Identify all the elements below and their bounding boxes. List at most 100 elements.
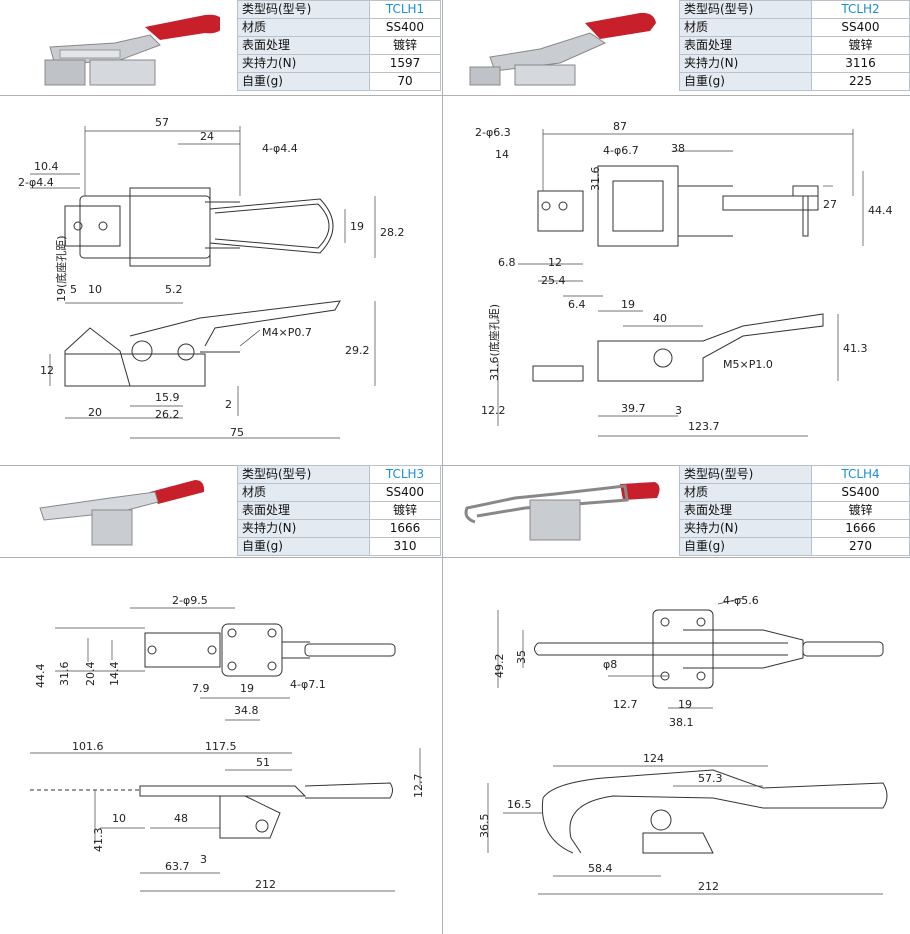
value-force: 1597 (369, 54, 441, 73)
dim-p1-6: 28.2 (380, 226, 405, 239)
dim-p2-3: 31.6 (589, 167, 602, 192)
divider-mid (0, 465, 910, 466)
label-surface: 表面处理 (679, 36, 812, 55)
value-force: 1666 (369, 519, 441, 538)
value-material: SS400 (811, 18, 910, 37)
value-surface: 镀锌 (811, 36, 910, 55)
value-material: SS400 (369, 18, 441, 37)
dim-p4-0: 4-φ5.6 (723, 594, 759, 607)
label-force: 夹持力(N) (237, 519, 370, 538)
label-model: 类型码(型号) (237, 0, 370, 19)
dim-p3-3: 20.4 (84, 662, 97, 687)
dim-p3-9: 101.6 (72, 740, 104, 753)
dim-p3-11: 51 (256, 756, 270, 769)
dim-p3-2: 31.6 (58, 662, 71, 687)
dim-p2-16: M5×P1.0 (723, 358, 773, 371)
dim-p3-12: 12.7 (412, 774, 425, 799)
label-weight: 自重(g) (679, 537, 812, 556)
dim-p3-8: 34.8 (234, 704, 259, 717)
label-force: 夹持力(N) (237, 54, 370, 73)
dim-p1-8: 10 (88, 283, 102, 296)
dim-p3-14: 10 (112, 812, 126, 825)
dim-p2-13: 19 (621, 298, 635, 311)
dim-p4-11: 58.4 (588, 862, 613, 875)
dim-p2-19: 3 (675, 404, 682, 417)
dim-p4-12: 212 (698, 880, 719, 893)
dim-p1-1: 24 (200, 130, 214, 143)
dim-p2-20: 123.7 (688, 420, 720, 433)
dim-p4-6: 38.1 (669, 716, 694, 729)
label-model: 类型码(型号) (679, 0, 812, 19)
label-material: 材质 (679, 18, 812, 37)
label-model: 类型码(型号) (679, 465, 812, 484)
dim-p1-9: 5.2 (165, 283, 183, 296)
dim-p4-7: 124 (643, 752, 664, 765)
value-model: TCLH2 (811, 0, 910, 19)
label-material: 材质 (237, 483, 370, 502)
dim-p3-18: 212 (255, 878, 276, 891)
dim-p2-7: 44.4 (868, 204, 893, 217)
dim-p1-18: 75 (230, 426, 244, 439)
dim-p3-7: 4-φ7.1 (290, 678, 326, 691)
value-weight: 70 (369, 72, 441, 91)
dim-p2-1: 2-φ6.3 (475, 126, 511, 139)
value-surface: 镀锌 (811, 501, 910, 520)
dim-p4-3: φ8 (603, 658, 617, 671)
label-surface: 表面处理 (237, 501, 370, 520)
dim-p2-18: 39.7 (621, 402, 646, 415)
dim-p2-5: 38 (671, 142, 685, 155)
dim-p4-5: 19 (678, 698, 692, 711)
product-photo-tclh1 (44, 14, 220, 86)
label-material: 材质 (679, 483, 812, 502)
dim-p1-5: 19 (350, 220, 364, 233)
value-model: TCLH4 (811, 465, 910, 484)
drawing-tclh2: 87 2-φ6.3 14 31.6 4-φ6.7 38 27 44.4 6.8 … (475, 120, 893, 437)
label-weight: 自重(g) (237, 72, 370, 91)
dim-p1-4: 2-φ4.4 (18, 176, 54, 189)
dim-p3-10: 117.5 (205, 740, 237, 753)
dim-p3-1: 44.4 (34, 664, 47, 689)
dim-p4-10: 36.5 (478, 814, 491, 839)
dim-p3-4: 14.4 (108, 662, 121, 687)
label-material: 材质 (237, 18, 370, 37)
dim-p2-17: 12.2 (481, 404, 506, 417)
dim-p4-8: 57.3 (698, 772, 723, 785)
dim-p4-4: 12.7 (613, 698, 638, 711)
value-material: SS400 (811, 483, 910, 502)
dim-p4-2: 35 (515, 650, 528, 664)
dim-p1-15: 20 (88, 406, 102, 419)
dim-p1-2: 4-φ4.4 (262, 142, 298, 155)
dim-p2-4: 4-φ6.7 (603, 144, 639, 157)
value-force: 3116 (811, 54, 910, 73)
label-force: 夹持力(N) (679, 54, 812, 73)
dim-p1-10: 19(底座孔距) (54, 235, 68, 302)
drawing-tclh3: 2-φ9.5 44.4 31.6 20.4 14.4 7.9 19 4-φ7.1… (30, 594, 425, 892)
dim-p2-2: 14 (495, 148, 509, 161)
value-surface: 镀锌 (369, 501, 441, 520)
dim-p3-5: 7.9 (192, 682, 210, 695)
dim-p3-16: 3 (200, 853, 207, 866)
value-weight: 310 (369, 537, 441, 556)
value-weight: 225 (811, 72, 910, 91)
dim-p4-1: 49.2 (493, 654, 506, 679)
dim-p2-9: 12 (548, 256, 562, 269)
dim-p1-14: 15.9 (155, 391, 180, 404)
label-surface: 表面处理 (237, 36, 370, 55)
dim-p1-13: 12 (40, 364, 54, 377)
dim-p3-17: 63.7 (165, 860, 190, 873)
dim-p3-15: 48 (174, 812, 188, 825)
dim-p1-11: M4×P0.7 (262, 326, 312, 339)
product-photo-tclh2 (469, 12, 656, 86)
divider-vertical (442, 0, 443, 934)
dim-p3-0: 2-φ9.5 (172, 594, 208, 607)
value-model: TCLH1 (369, 0, 441, 19)
dim-p3-6: 19 (240, 682, 254, 695)
dim-p2-11: 31.6(底座孔距) (487, 304, 501, 381)
dim-p1-0: 57 (155, 116, 169, 129)
dim-p2-6: 27 (823, 198, 837, 211)
dim-p1-16: 26.2 (155, 408, 180, 421)
divider-row1 (0, 95, 910, 96)
